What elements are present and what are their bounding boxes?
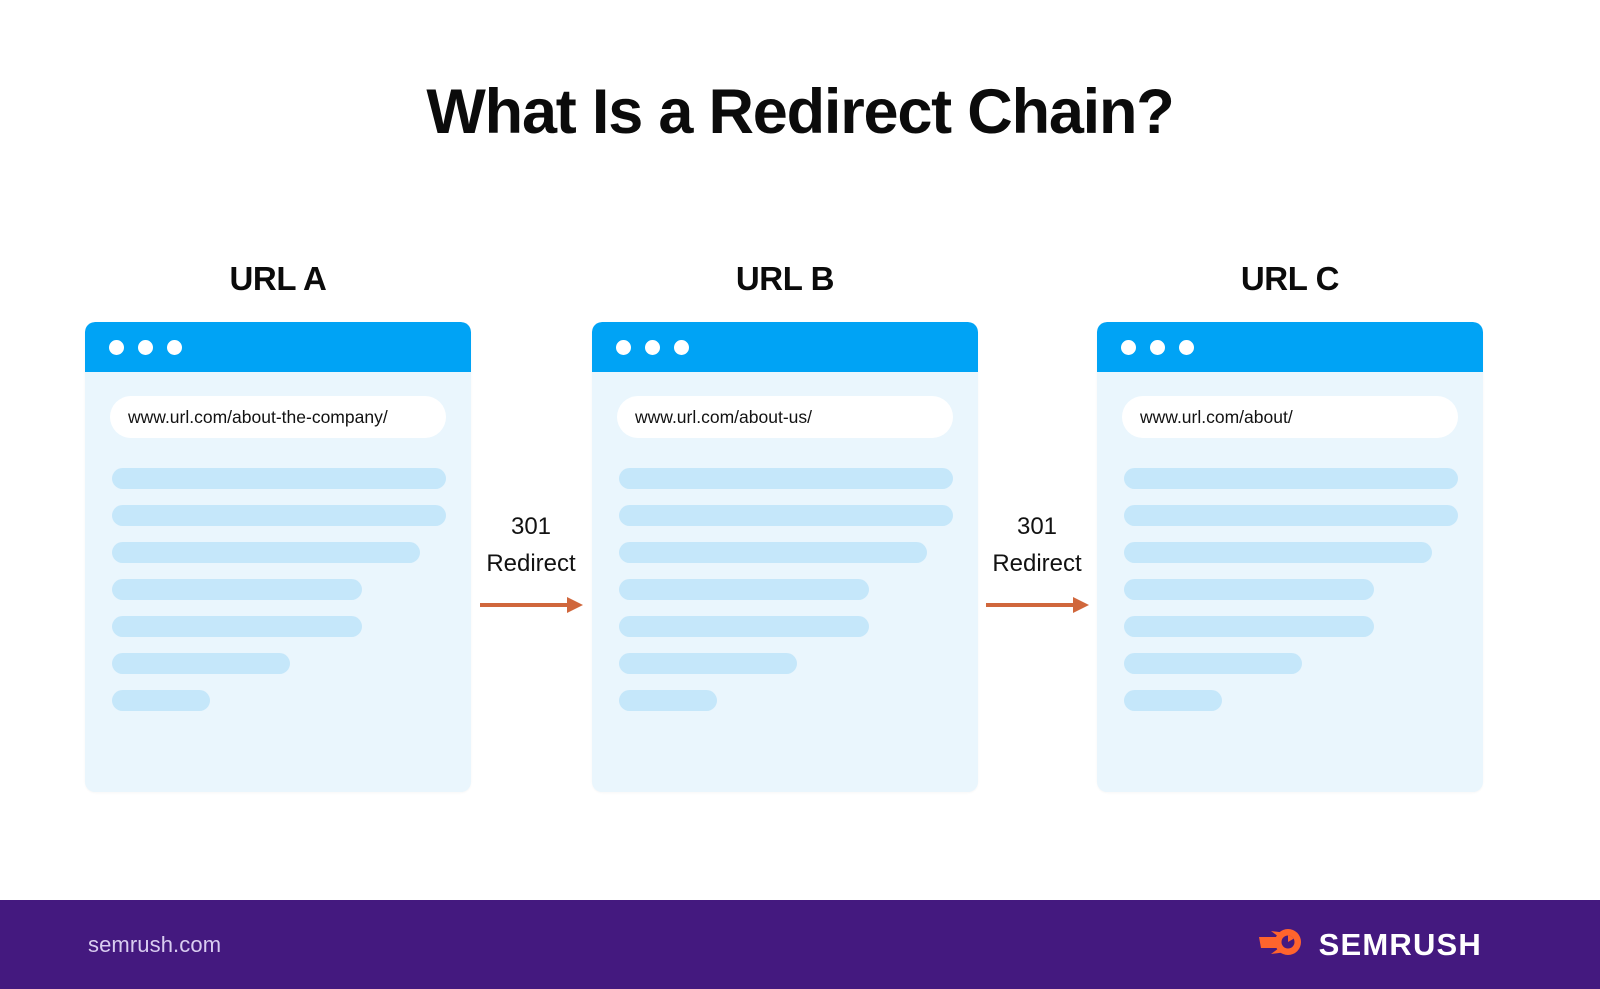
url-card-label-b: URL B (735, 260, 835, 297)
browser-titlebar-b (592, 322, 978, 372)
skeleton-bar (112, 653, 290, 674)
skeleton-bar (619, 579, 869, 600)
semrush-comet-logo-icon (1257, 924, 1305, 965)
skeleton-bar (1124, 505, 1458, 526)
skeleton-bar (1124, 653, 1302, 674)
skeleton-bar (619, 542, 927, 563)
window-dot-icon (1121, 339, 1136, 355)
arrow-right-icon (977, 594, 1097, 616)
content-skeleton-c (1097, 438, 1483, 711)
skeleton-bar (619, 616, 869, 637)
skeleton-bar (112, 616, 362, 637)
browser-window-c: www.url.com/about/ (1097, 322, 1483, 792)
window-dot-icon (674, 339, 689, 355)
redirect-label-1: 301 Redirect (486, 513, 576, 578)
skeleton-bar (1124, 468, 1458, 489)
skeleton-bar (1124, 690, 1222, 711)
browser-window-a: www.url.com/about-the-company/ (85, 322, 471, 792)
address-bar-wrap-b: www.url.com/about-us/ (592, 372, 978, 438)
redirect-chain-diagram: URL A www.url.com/about-the-company/ (0, 258, 1600, 818)
skeleton-bar (112, 690, 210, 711)
window-dot-icon (1150, 339, 1165, 355)
window-dot-icon (1179, 339, 1194, 355)
redirect-label-2: 301 Redirect (992, 513, 1082, 578)
address-bar-wrap-a: www.url.com/about-the-company/ (85, 372, 471, 438)
skeleton-bar (619, 690, 717, 711)
skeleton-bar (1124, 579, 1374, 600)
arrow-right-icon (471, 594, 591, 616)
skeleton-bar (112, 579, 362, 600)
content-skeleton-b (592, 438, 978, 711)
semrush-wordmark: SEMRUSH (1318, 926, 1482, 962)
skeleton-bar (619, 505, 953, 526)
skeleton-bar (1124, 616, 1374, 637)
window-dot-icon (616, 339, 631, 355)
window-dot-icon (138, 339, 153, 355)
skeleton-bar (619, 653, 797, 674)
browser-titlebar-c (1097, 322, 1483, 372)
url-card-label-a: URL A (229, 260, 327, 297)
window-dot-icon (109, 339, 124, 355)
skeleton-bar (1124, 542, 1432, 563)
window-dot-icon (645, 339, 660, 355)
address-bar-b[interactable]: www.url.com/about-us/ (617, 396, 953, 438)
url-card-column-b: URL B www.url.com/about-us/ (592, 258, 978, 792)
browser-window-b: www.url.com/about-us/ (592, 322, 978, 792)
skeleton-bar (112, 468, 446, 489)
content-skeleton-a (85, 438, 471, 711)
redirect-connector-1: 301 Redirect (471, 508, 591, 616)
address-bar-a[interactable]: www.url.com/about-the-company/ (110, 396, 446, 438)
footer-site-url[interactable]: semrush.com (88, 931, 222, 957)
semrush-brand: SEMRUSH (1257, 924, 1482, 965)
url-card-label-c: URL C (1240, 260, 1340, 297)
skeleton-bar (112, 505, 446, 526)
url-card-column-c: URL C www.url.com/about/ (1097, 258, 1483, 792)
url-card-column-a: URL A www.url.com/about-the-company/ (85, 258, 471, 792)
address-bar-c[interactable]: www.url.com/about/ (1122, 396, 1458, 438)
page-title: What Is a Redirect Chain? (426, 77, 1174, 147)
footer-bar: semrush.com SEMRUSH (0, 900, 1600, 989)
skeleton-bar (619, 468, 953, 489)
window-dot-icon (167, 339, 182, 355)
redirect-connector-2: 301 Redirect (977, 508, 1097, 616)
address-bar-wrap-c: www.url.com/about/ (1097, 372, 1483, 438)
browser-titlebar-a (85, 322, 471, 372)
skeleton-bar (112, 542, 420, 563)
